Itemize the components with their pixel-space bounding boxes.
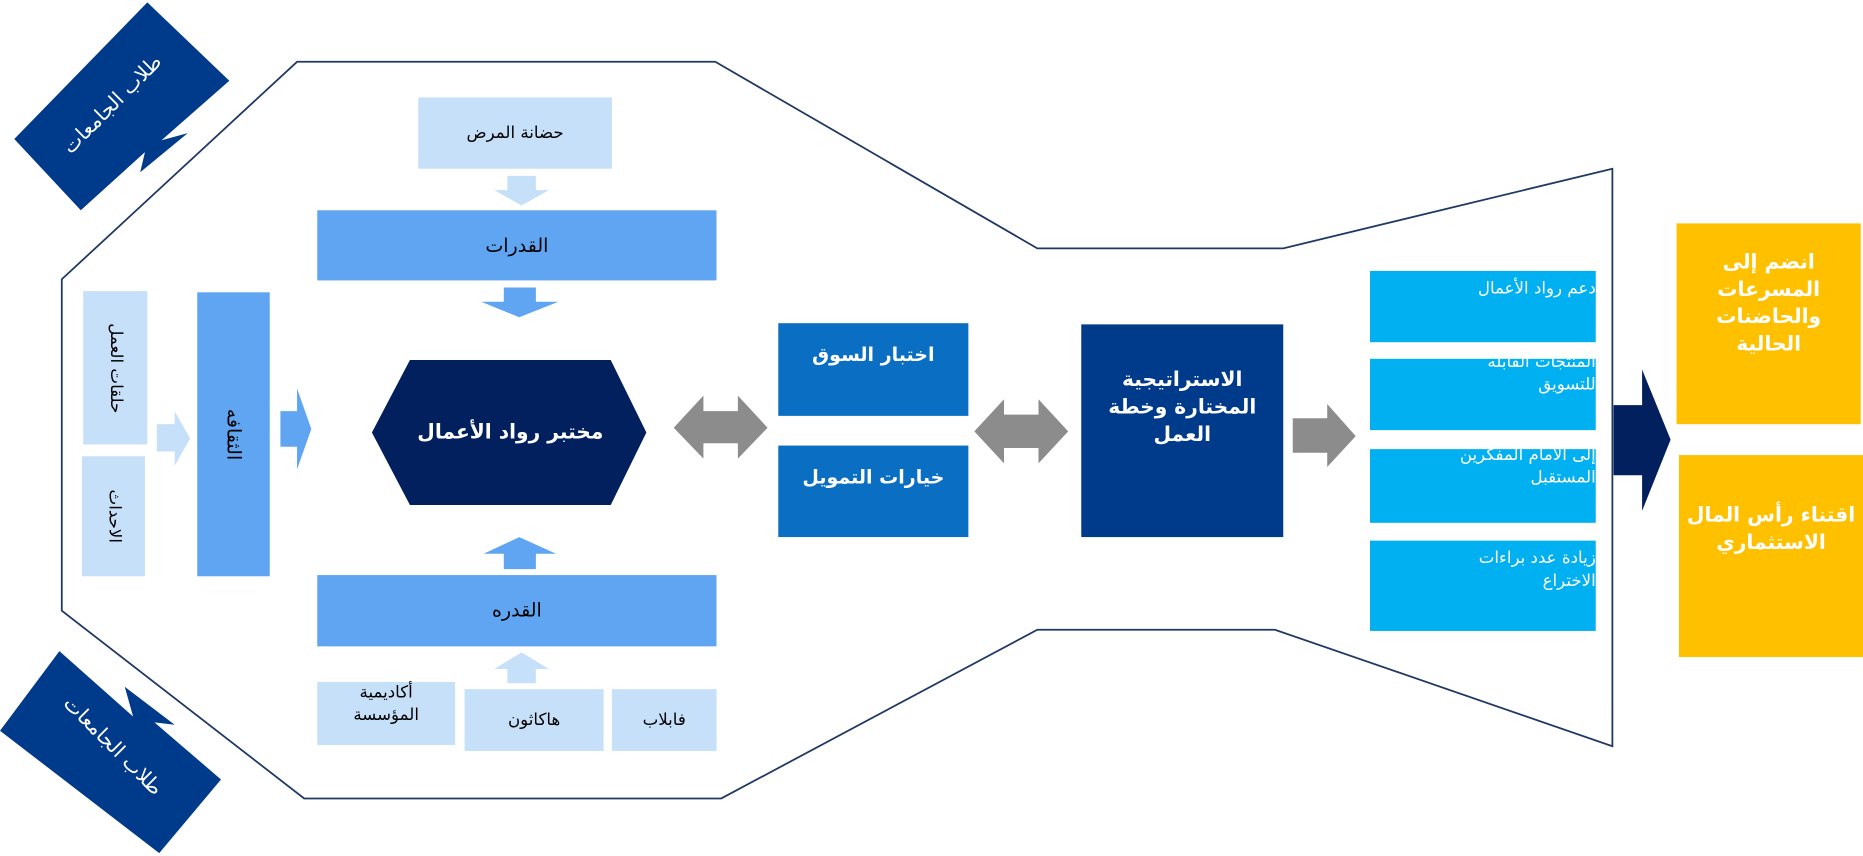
exit-line: الحالية <box>1736 332 1802 357</box>
academy-line: المؤسسة <box>353 705 419 725</box>
strategy-line: المختارة وخطة <box>1108 395 1257 420</box>
outcome-line: المستقبل <box>1530 468 1596 488</box>
exit-line: والحاضنات <box>1716 305 1822 329</box>
exit-line: المسرعات <box>1717 277 1821 302</box>
market-test-box: اختبار السوق <box>778 323 969 416</box>
outcome-line: زيادة عدد براءات <box>1478 548 1596 568</box>
outcome-line: للتسويق <box>1538 375 1596 395</box>
arrow-up-mid <box>483 537 557 570</box>
exit-line: الاستثماري <box>1716 531 1826 555</box>
double-arrow-2 <box>974 399 1069 464</box>
outcome-box: المنتجات القابله للتسويق <box>1369 358 1596 431</box>
exit-line: انضم إلى <box>1722 250 1815 275</box>
arrow-right-light <box>156 411 191 466</box>
arrow-up-light <box>494 652 549 684</box>
outcome-line: المنتجات القابله <box>1487 358 1596 372</box>
workshops-box: حلقات العمل <box>83 291 148 445</box>
capabilities-box: القدرات <box>317 210 717 281</box>
capacity-box: القدره <box>317 575 717 647</box>
hexagon-lab <box>371 360 647 505</box>
exit-box: اقتناء رأس المال الاستثماري <box>1678 455 1863 658</box>
arrow-down-light <box>494 175 549 206</box>
culture-box: الثقافه <box>197 292 270 577</box>
lab-label: مختبر رواد الأعمال <box>417 420 604 444</box>
academy-box: أكاديمية المؤسسة <box>317 682 456 746</box>
outcome-box: دعم رواد الأعمال <box>1369 270 1596 343</box>
outcome-line: الاختراع <box>1542 571 1596 591</box>
exit-line: اقتناء رأس المال <box>1686 503 1856 528</box>
strategy-box: الاستراتيجية المختارة وخطة العمل <box>1081 324 1284 538</box>
exit-box: انضم إلى المسرعات والحاضنات الحالية <box>1676 223 1861 425</box>
input-arrow-top <box>14 2 230 211</box>
hackathon-box: هاكاثون <box>464 689 604 751</box>
arrow-right-navy <box>1613 369 1671 511</box>
funding-options-box: خيارات التمويل <box>778 445 969 538</box>
arrow-right-mid <box>280 388 312 470</box>
strategy-line: الاستراتيجية <box>1122 368 1243 393</box>
academy-line: أكاديمية <box>359 683 413 703</box>
fablab-box: فابلاب <box>611 689 717 751</box>
arrow-down-mid <box>481 287 559 318</box>
strategy-line: العمل <box>1153 422 1212 447</box>
outcome-line: إلى الأمام المفكرين <box>1459 449 1596 465</box>
events-box: الاحداث <box>81 456 145 577</box>
outcome-box: إلى الأمام المفكرين المستقبل <box>1369 449 1596 523</box>
input-arrow-bottom <box>0 651 222 854</box>
outcome-box: زيادة عدد براءات الاختراع <box>1369 540 1596 631</box>
arrow-right-gray <box>1292 403 1356 467</box>
incubation-box: حضانة المرض <box>418 97 612 169</box>
double-arrow-1 <box>673 395 768 459</box>
outcome-line: دعم رواد الأعمال <box>1477 279 1596 299</box>
